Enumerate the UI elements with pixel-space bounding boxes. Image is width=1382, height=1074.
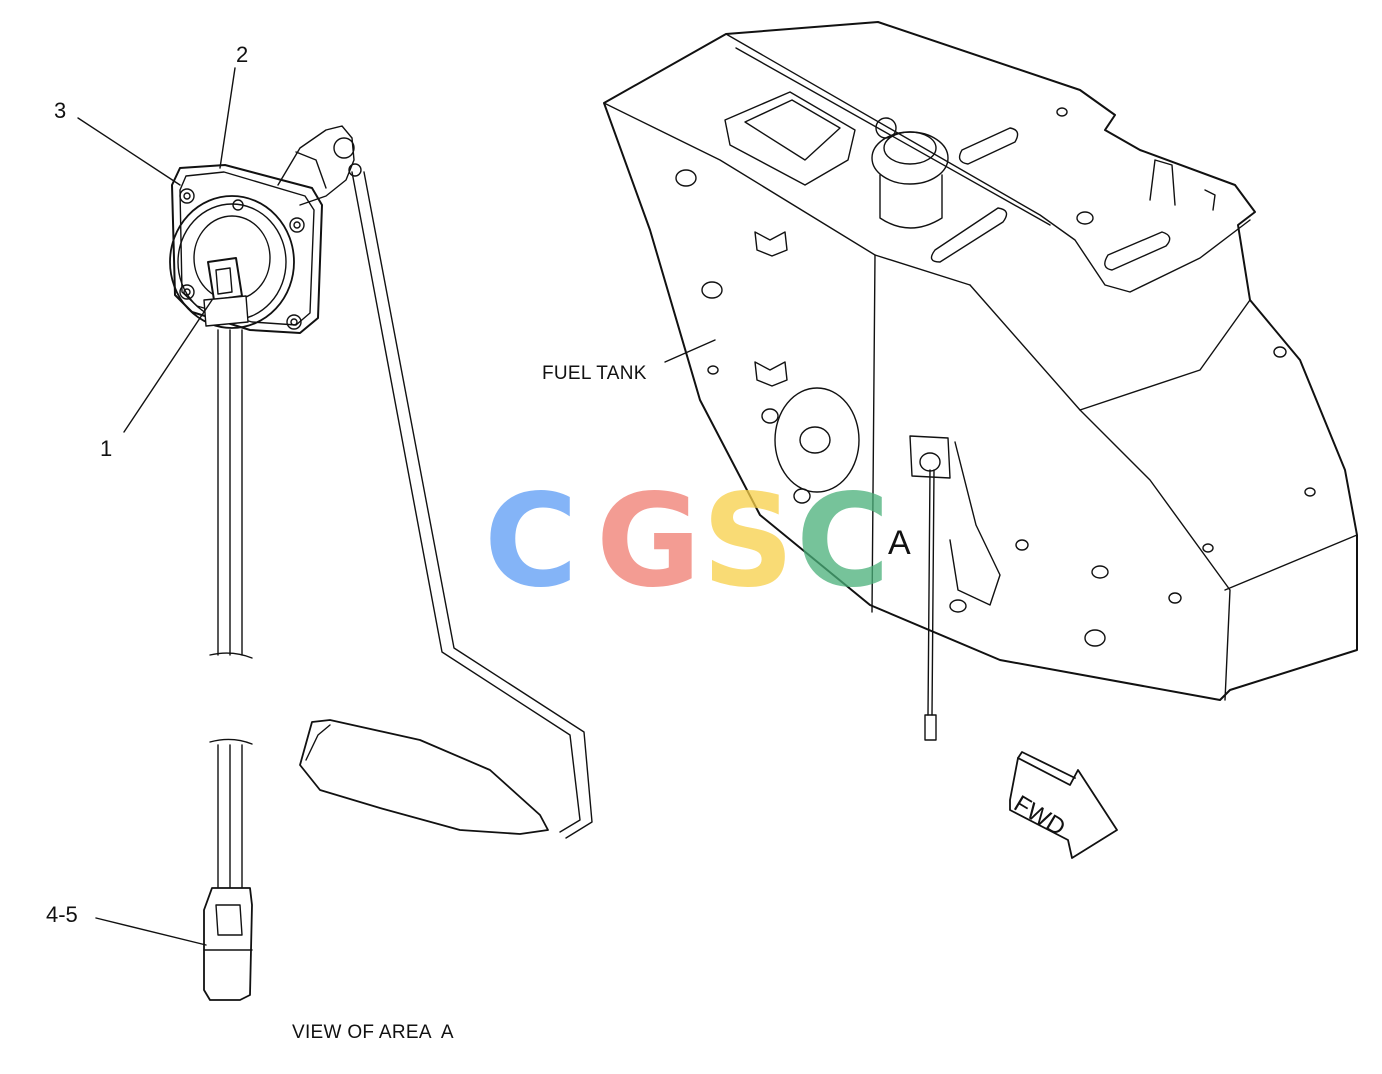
- callout-4-5: 4-5: [46, 902, 78, 927]
- fuel-level-sender: [169, 125, 593, 1001]
- fuel-tank-label: FUEL TANK: [542, 363, 647, 384]
- watermark-letter: C: [796, 467, 890, 616]
- fwd-arrow: [1009, 751, 1118, 859]
- watermark-letter: S: [702, 467, 795, 616]
- watermark-letter: G: [596, 467, 702, 616]
- area-a-marker: A: [888, 524, 911, 562]
- callout-3: 3: [54, 98, 67, 123]
- watermark-letter: C: [484, 467, 578, 616]
- fuel-tank: [603, 21, 1358, 741]
- view-of-area-label: VIEW OF AREA A: [292, 1022, 454, 1043]
- callout-1: 1: [100, 436, 113, 461]
- callout-2: 2: [236, 42, 249, 67]
